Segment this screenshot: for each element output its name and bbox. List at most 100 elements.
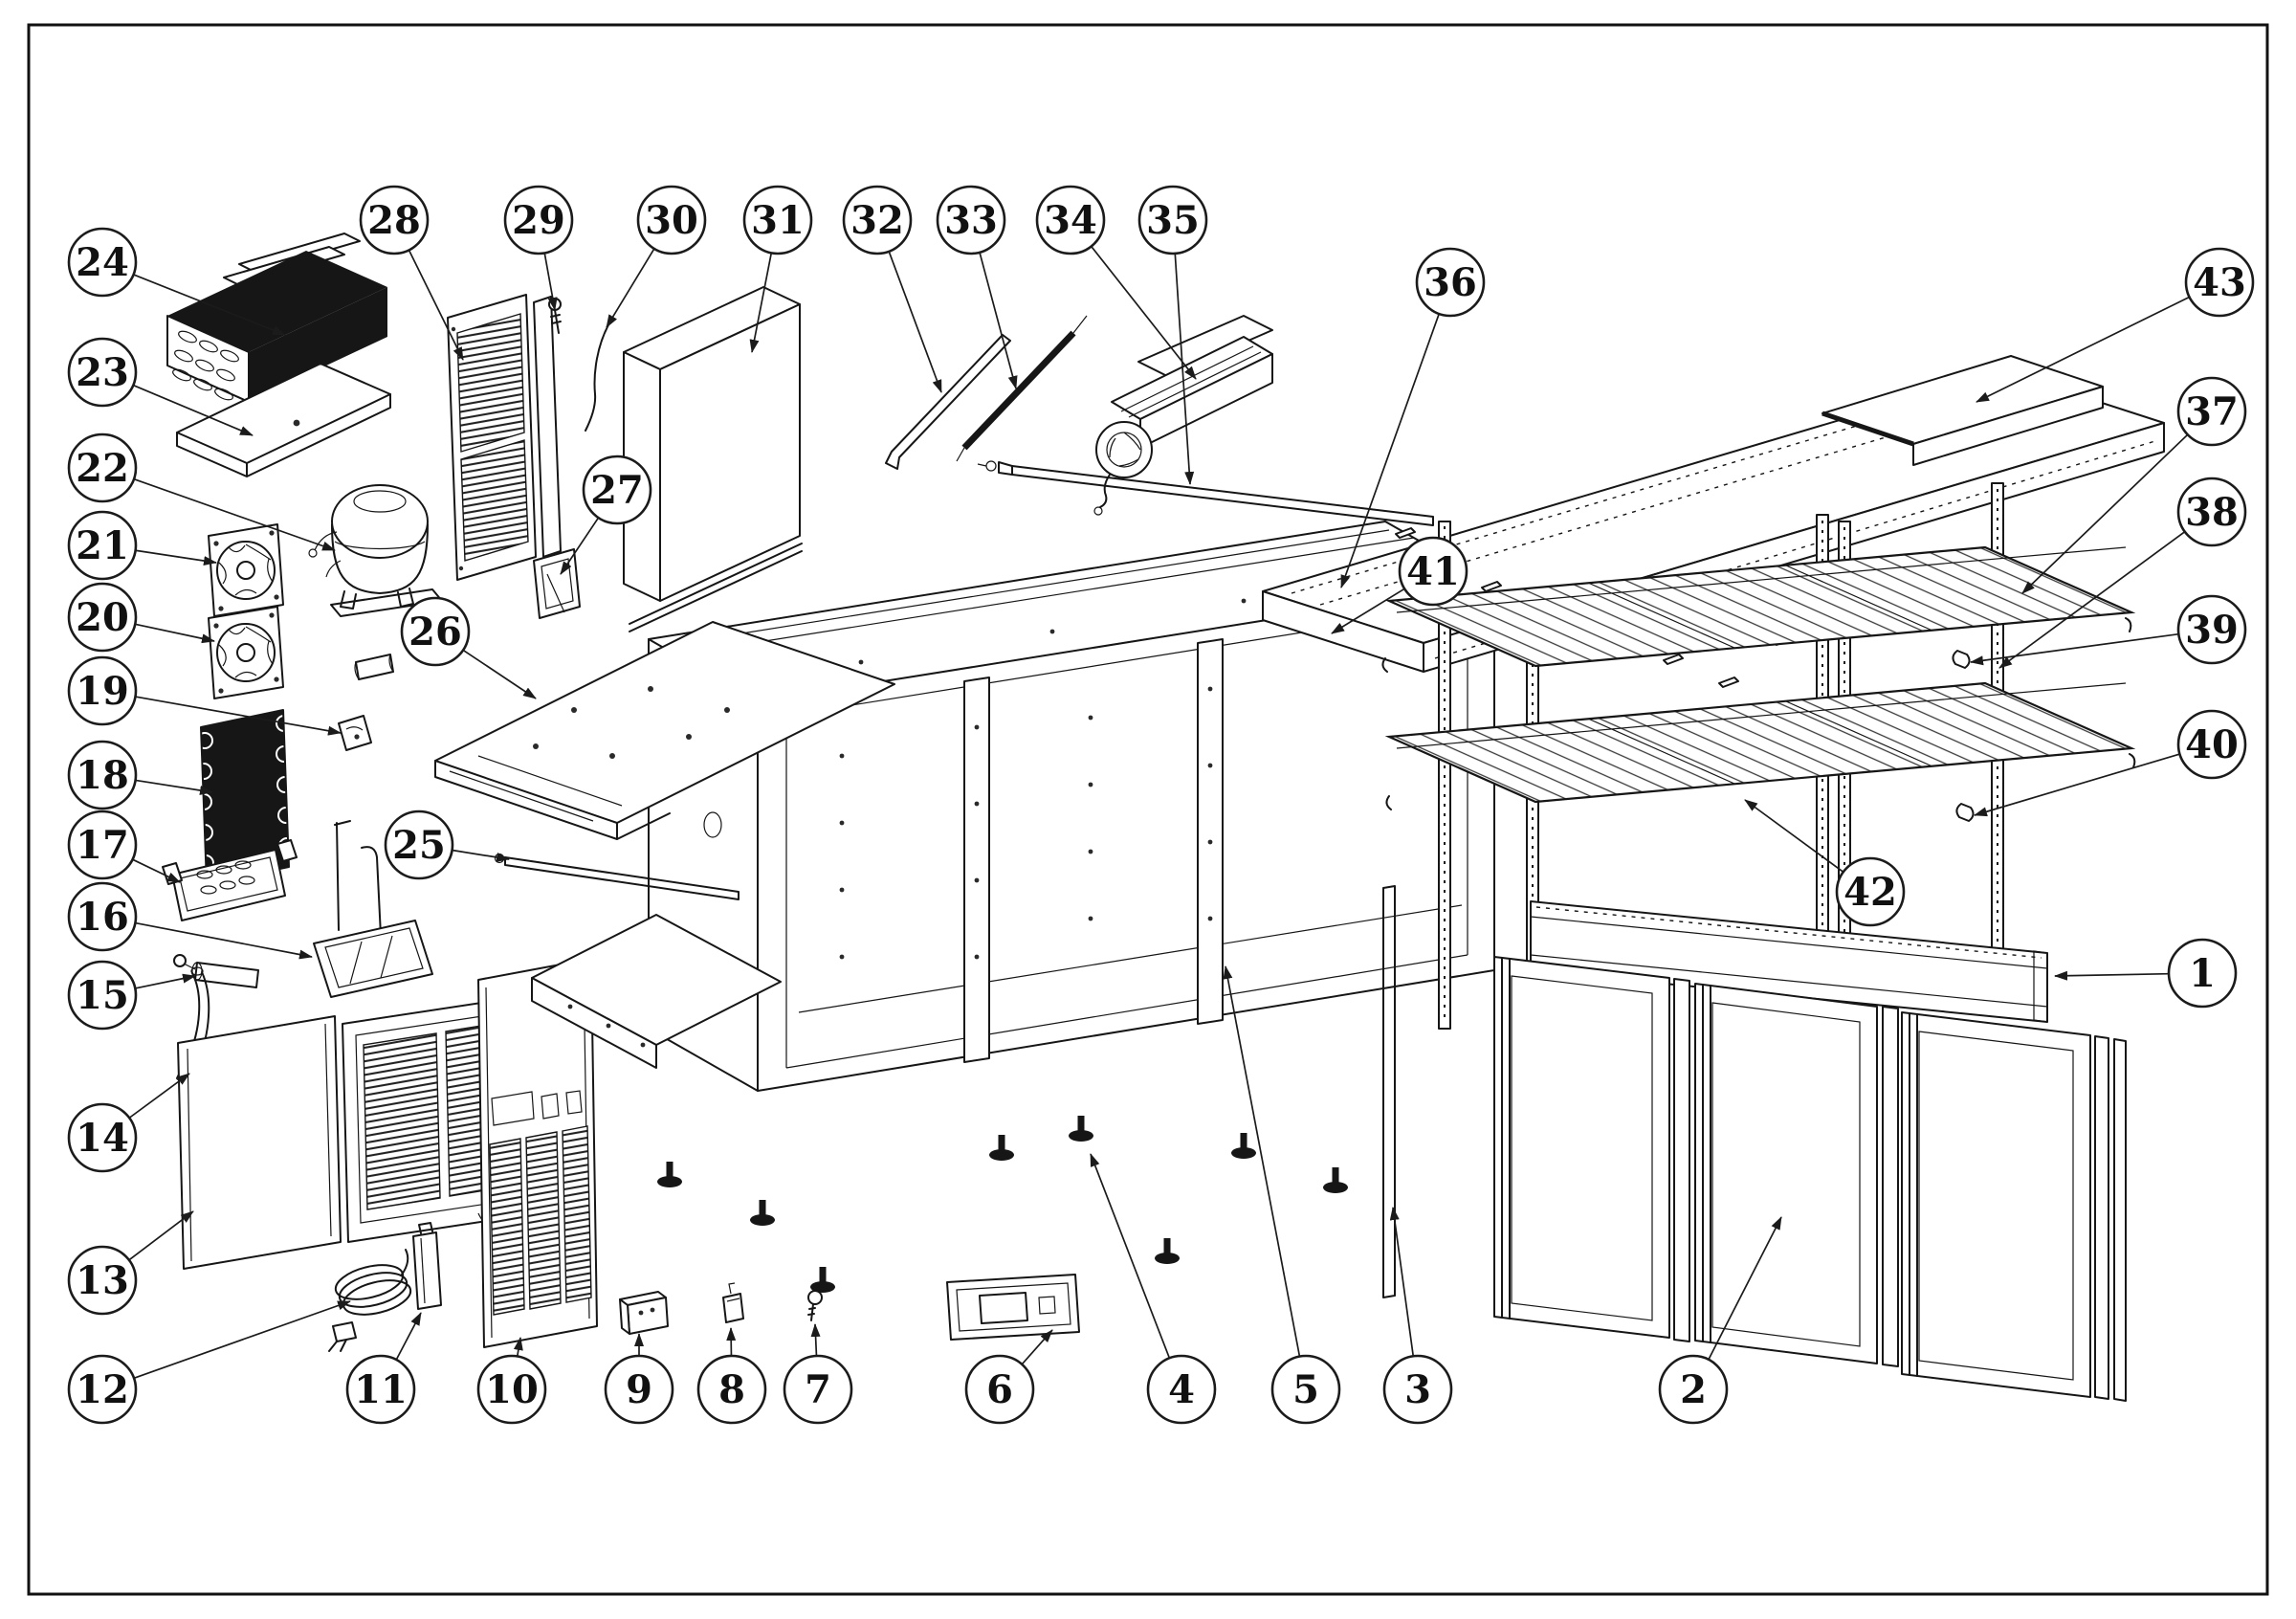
leader-29: [543, 253, 558, 311]
balloon-number-39: 39: [2185, 608, 2239, 653]
part-mounting-rail: [885, 334, 1011, 470]
part-cabinet-body: [531, 521, 1495, 1092]
leader-43: [1976, 296, 2190, 403]
balloon-circle-16: [67, 881, 138, 952]
leader-18: [135, 779, 213, 795]
leader-21: [135, 549, 217, 566]
balloon-circle-21: [67, 510, 138, 581]
balloon-circle-38: [2176, 477, 2247, 547]
balloon-number-32: 32: [850, 198, 904, 243]
leader-13: [128, 1210, 194, 1261]
balloon-number-40: 40: [2185, 722, 2239, 767]
balloon-circle-4: [1146, 1354, 1217, 1425]
part-cord-bracket: [412, 1222, 442, 1310]
balloon-number-27: 27: [590, 468, 644, 513]
leader-10: [513, 1337, 523, 1357]
part-compressor-base-plate: [176, 363, 391, 477]
leader-33: [979, 252, 1018, 389]
part-leveling-feet: [657, 1116, 1348, 1293]
balloon-number-30: 30: [645, 198, 698, 243]
leader-38: [1998, 531, 2186, 669]
part-mounting-plate: [434, 621, 895, 840]
leader-24: [133, 274, 286, 336]
leader-39: [1970, 632, 2179, 666]
balloon-number-9: 9: [626, 1367, 652, 1412]
balloon-circle-33: [936, 185, 1006, 255]
part-glass-doors: [1493, 956, 2127, 1402]
balloon-number-26: 26: [408, 610, 462, 654]
balloon-number-29: 29: [512, 198, 565, 243]
balloon-circle-31: [742, 185, 813, 255]
balloon-circle-40: [2176, 709, 2247, 780]
balloon-circle-5: [1270, 1354, 1341, 1425]
balloon-circle-29: [503, 185, 574, 255]
balloon-circle-20: [67, 582, 138, 653]
leader-28: [408, 250, 464, 361]
balloon-number-31: 31: [751, 198, 805, 243]
balloon-circle-27: [582, 455, 652, 525]
balloon-number-16: 16: [76, 895, 129, 940]
balloon-circle-10: [476, 1354, 547, 1425]
balloon-number-38: 38: [2185, 490, 2239, 535]
part-rear-louver-panel: [447, 294, 562, 581]
leader-42: [1744, 799, 1844, 873]
balloon-circle-39: [2176, 594, 2247, 665]
balloon-number-19: 19: [76, 669, 129, 714]
balloon-circle-37: [2176, 376, 2247, 447]
balloon-number-43: 43: [2193, 260, 2246, 305]
part-starter-relay: [722, 1282, 744, 1323]
leader-4: [1090, 1153, 1171, 1359]
balloon-circle-25: [384, 810, 454, 880]
part-tube-clamp: [338, 715, 372, 751]
leader-36: [1340, 313, 1441, 588]
balloon-number-23: 23: [76, 350, 129, 395]
part-power-cord: [328, 1249, 412, 1352]
balloon-number-28: 28: [367, 198, 421, 243]
balloon-number-20: 20: [76, 595, 129, 640]
balloon-circle-8: [696, 1354, 767, 1425]
balloon-number-10: 10: [485, 1367, 539, 1412]
leader-11: [395, 1312, 422, 1361]
balloon-circle-14: [67, 1102, 138, 1173]
part-junction-box: [619, 1291, 669, 1335]
balloon-number-1: 1: [2189, 951, 2216, 996]
leader-1: [2054, 970, 2170, 981]
balloon-circle-24: [67, 227, 138, 298]
balloon-circle-12: [67, 1354, 138, 1425]
balloon-circle-7: [783, 1354, 853, 1425]
part-shelf-clip-lower: [1955, 803, 1975, 822]
balloon-number-5: 5: [1292, 1367, 1319, 1412]
part-condenser-fan-upper: [208, 523, 284, 617]
part-heater-pipe: [977, 460, 1434, 526]
balloon-circle-32: [842, 185, 913, 255]
part-capillary-wire: [585, 321, 611, 432]
balloon-number-6: 6: [986, 1367, 1013, 1412]
balloon-number-41: 41: [1406, 549, 1460, 594]
leader-14: [128, 1073, 190, 1119]
leader-20: [135, 623, 215, 644]
balloon-circle-13: [67, 1245, 138, 1316]
part-side-trim-strip: [1382, 885, 1396, 1298]
part-top-access-panel: [1821, 355, 2104, 466]
balloon-number-42: 42: [1843, 870, 1897, 915]
leader-16: [135, 921, 313, 960]
balloon-number-22: 22: [76, 446, 129, 491]
part-switch-box: [533, 548, 581, 619]
balloon-circle-43: [2184, 247, 2255, 318]
balloon-circle-41: [1398, 536, 1468, 607]
balloon-number-25: 25: [392, 823, 446, 868]
part-drain-pan: [313, 820, 433, 998]
balloon-number-14: 14: [76, 1116, 129, 1161]
balloon-circle-26: [400, 596, 471, 667]
leader-7: [810, 1323, 821, 1357]
part-door-frame-top-rail: [1530, 900, 2048, 1023]
balloon-number-4: 4: [1168, 1367, 1195, 1412]
leader-30: [606, 248, 655, 328]
leader-6: [1021, 1329, 1053, 1365]
balloon-number-17: 17: [76, 823, 129, 868]
part-wire-shelves: [1381, 545, 2136, 810]
leader-32: [888, 251, 942, 393]
part-compartment-cover: [623, 286, 803, 632]
balloon-circle-6: [964, 1354, 1035, 1425]
balloon-circle-30: [636, 185, 707, 255]
